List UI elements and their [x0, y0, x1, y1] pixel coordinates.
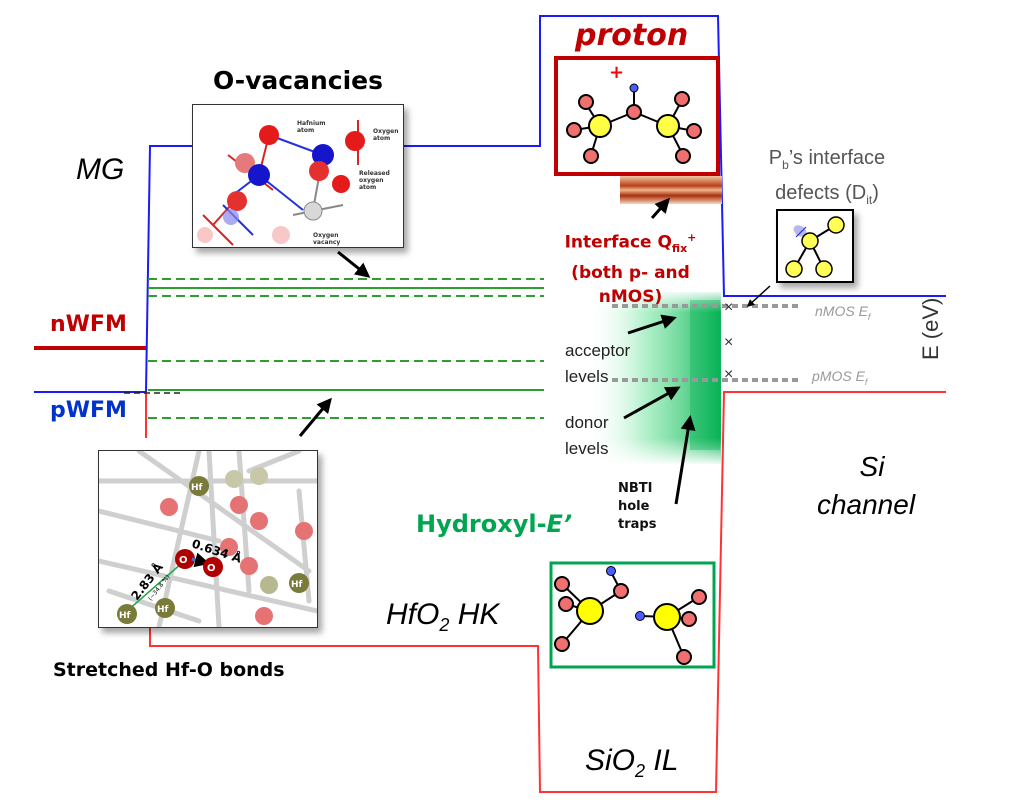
nbti-line2: hole	[618, 499, 650, 514]
sio2-il-label: SiO2 IL	[585, 744, 679, 781]
hk-conduction-edge	[149, 391, 946, 793]
interface-qfix-line2: (both p- and	[571, 263, 690, 284]
proton-charge: +	[609, 62, 625, 83]
stretched-bonds-image: O O Hf Hf Hf Hf 0.634 Å 2.83 Å (~34.8 %)	[96, 448, 320, 630]
nwfm-label: nWFM	[50, 312, 127, 337]
pwfm-label: pWFM	[50, 398, 127, 423]
si-channel-label: Si channel	[817, 448, 918, 524]
arrow-ovac-to-levels	[337, 250, 371, 278]
atom-hf-label-1: Hf	[119, 611, 131, 621]
nbti-line1: NBTI	[618, 481, 653, 496]
pb-center-structure	[785, 216, 845, 278]
arrow-acceptor	[627, 314, 677, 335]
atom-hf-label-2: Hf	[157, 605, 169, 615]
interface-trap-marker-3: ×	[724, 366, 734, 383]
interface-qfix-line1: Interface Qfix+	[564, 231, 697, 256]
metal-gate-label: MG	[76, 153, 125, 186]
si-channel-line1: Si	[859, 451, 885, 482]
pmos-ef-label: pMOS Ef	[812, 368, 868, 387]
nmos-ef-label: nMOS Ef	[815, 303, 871, 322]
stretched-bonds-title: Stretched Hf-O bonds	[53, 659, 285, 681]
nbti-line3: traps	[618, 517, 657, 532]
hfo2-defect-levels	[148, 278, 544, 419]
interface-qfix-line3: nMOS)	[598, 287, 663, 308]
acceptor-line1: acceptor	[565, 341, 631, 360]
si-channel-line2: channel	[816, 489, 916, 520]
proton-title: proton	[575, 18, 689, 53]
interface-trap-marker-2: ×	[724, 334, 734, 351]
hfo2-hk-label: HfO2 HK	[386, 598, 500, 635]
atom-hf-label-3: Hf	[191, 483, 203, 493]
donor-line2: levels	[565, 439, 609, 458]
acceptor-line2: levels	[565, 367, 609, 386]
arrow-stretched-to-levels	[298, 397, 332, 437]
svg-text:atom: atom	[297, 127, 314, 134]
atom-hf-label-4: Hf	[291, 580, 303, 590]
interface-qfix-label: Interface Qfix+ (both p- and nMOS)	[548, 226, 713, 309]
pb-defect-image	[776, 209, 854, 283]
o-vacancies-image: Hafnium atom Oxygen atom Released oxygen…	[192, 104, 404, 248]
label-hafnium-atom: Hafnium	[297, 120, 326, 127]
o-vacancies-title: O-vacancies	[213, 66, 383, 95]
pb-defects-line2: defects (Dit)	[775, 182, 879, 207]
label-oxygen-vacancy: Oxygen	[313, 232, 339, 239]
svg-text:atom: atom	[373, 135, 390, 142]
o-vacancies-structure: Hafnium atom Oxygen atom Released oxygen…	[197, 120, 399, 246]
interface-trap-marker-1: ×	[724, 299, 734, 316]
arrow-nbti	[674, 415, 696, 505]
svg-text:vacancy: vacancy	[313, 239, 340, 246]
arrow-qfix-to-band	[650, 197, 670, 219]
arrow-donor	[623, 386, 681, 420]
pb-defects-line1: Pb’s interface	[768, 147, 886, 172]
pb-defects-label: Pb’s interface defects (Dit)	[752, 144, 902, 214]
atom-ob-label: O	[207, 563, 216, 574]
energy-axis-label: E (eV)	[918, 297, 943, 360]
acceptor-levels-label: acceptor levels	[565, 338, 630, 390]
hydroxyl-e-title: Hydroxyl-E’	[416, 510, 573, 538]
proton-molecule	[566, 83, 702, 164]
donor-levels-label: donor levels	[565, 410, 608, 462]
donor-line1: donor	[565, 413, 609, 432]
interface-qfix-band	[620, 176, 722, 204]
nbti-hole-traps-label: NBTI hole traps	[618, 480, 656, 534]
label-released-oxygen: Released	[359, 170, 390, 177]
annotation-arrows	[298, 197, 771, 505]
label-oxygen-atom: Oxygen	[373, 128, 399, 135]
arrow-pb-to-interface	[746, 285, 771, 308]
atom-oa-label: O	[179, 555, 188, 566]
svg-text:oxygen: oxygen	[359, 177, 384, 184]
svg-text:atom: atom	[359, 184, 376, 191]
stretched-bonds-structure: O O Hf Hf Hf Hf 0.634 Å 2.83 Å (~34.8 %)	[96, 448, 320, 630]
hydroxyl-e-molecule	[554, 566, 707, 665]
